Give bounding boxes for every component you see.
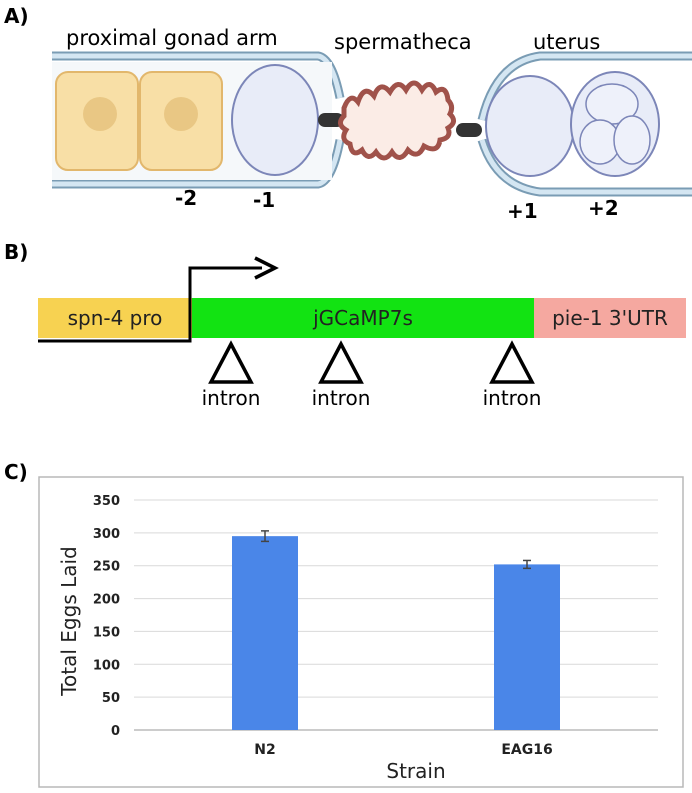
- spermatheca-shape: [338, 80, 456, 161]
- spermatheca-valve-left: [318, 113, 344, 127]
- utr-label: pie-1 3'UTR: [552, 306, 668, 330]
- y-tick-label: 250: [93, 560, 120, 575]
- promoter-label: spn-4 pro: [67, 306, 163, 330]
- intron-triangle-icon: [489, 340, 535, 384]
- utr-box: pie-1 3'UTR: [534, 298, 686, 338]
- oocyte-minus-1: [231, 64, 319, 176]
- panel-b-label: B): [4, 240, 29, 264]
- embryo-plus-2: [570, 71, 660, 177]
- intron-triangle-icon: [208, 340, 254, 384]
- panel-a-label: A): [4, 4, 29, 28]
- chart-frame: [38, 476, 684, 788]
- position-label-minus-2: -2: [175, 186, 198, 210]
- y-tick-label: 50: [102, 691, 120, 706]
- reproductive-tract-illustration: [52, 51, 692, 197]
- intron-3: intron: [472, 340, 552, 410]
- embryo-plus-1: [485, 75, 575, 177]
- intron-1-label: intron: [201, 386, 261, 410]
- intron-triangle-icon: [318, 340, 364, 384]
- y-tick-label: 0: [111, 724, 120, 739]
- position-label-minus-1: -1: [253, 188, 276, 212]
- gene-box: jGCaMP7s: [192, 298, 534, 338]
- position-label-plus-2: +2: [588, 196, 619, 220]
- gonad-arm-label: proximal gonad arm: [66, 26, 278, 50]
- intron-1: intron: [191, 340, 271, 410]
- oocyte-minus-2: [55, 71, 223, 171]
- bar: [494, 564, 560, 730]
- uterus-label: uterus: [533, 30, 601, 54]
- y-tick-label: 300: [93, 527, 120, 542]
- uterus-tube: [477, 51, 692, 197]
- promoter-box: spn-4 pro: [38, 298, 192, 338]
- y-tick-label: 100: [93, 658, 120, 673]
- y-tick-label: 200: [93, 593, 120, 608]
- panel-c-label: C): [4, 460, 28, 484]
- intron-2: intron: [301, 340, 381, 410]
- bar: [232, 536, 298, 730]
- y-axis-title: Total Eggs Laid: [57, 546, 81, 697]
- x-axis-title: Strain: [386, 759, 445, 783]
- x-tick-label: EAG16: [501, 742, 552, 758]
- spermatheca-valve-right: [456, 123, 482, 137]
- y-tick-label: 150: [93, 625, 120, 640]
- y-tick-label: 350: [93, 494, 120, 509]
- intron-3-label: intron: [482, 386, 542, 410]
- transcription-start-arrow: [38, 256, 279, 343]
- gene-label: jGCaMP7s: [313, 306, 413, 330]
- position-label-plus-1: +1: [507, 199, 538, 223]
- x-tick-label: N2: [254, 742, 275, 758]
- spermatheca-label: spermatheca: [334, 30, 472, 54]
- intron-2-label: intron: [311, 386, 371, 410]
